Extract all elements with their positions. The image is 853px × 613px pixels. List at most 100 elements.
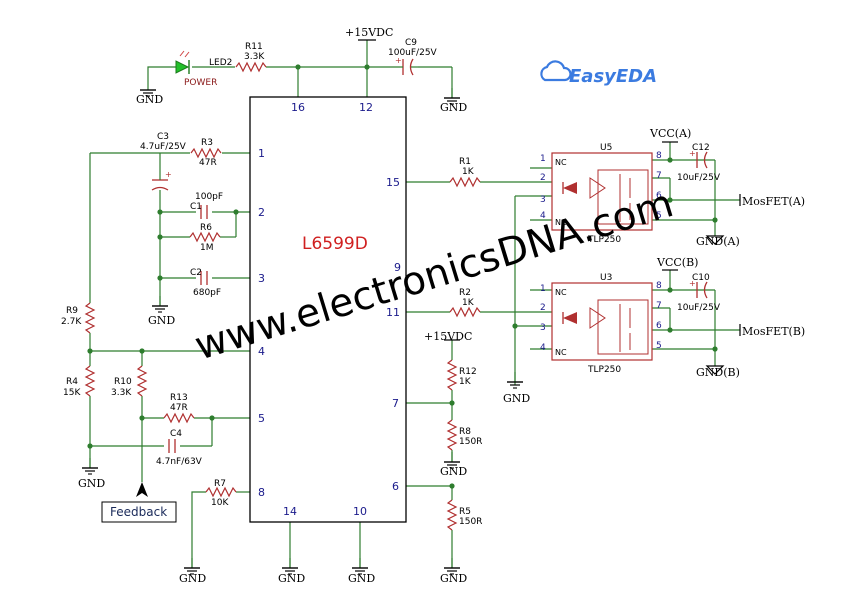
brand-name: EasyEDA	[569, 66, 657, 87]
resistor-value: 47R	[170, 403, 188, 413]
led-label: POWER	[184, 78, 217, 88]
gnd-label: GND	[179, 572, 206, 585]
resistor-r1[interactable]: R1 1K	[449, 157, 481, 187]
ic-name: L6599D	[302, 234, 368, 254]
opto-ref: U3	[600, 273, 612, 283]
opto-part: TLP250	[587, 365, 621, 375]
mosfet-a-label: MosFET(A)	[742, 195, 805, 208]
resistor-value: 47R	[199, 158, 217, 168]
capacitor-c3[interactable]: + C3 4.7uF/25V	[140, 132, 187, 191]
capacitor-c1[interactable]: C1 100pF	[190, 192, 223, 220]
resistor-r2[interactable]: R2 1K	[449, 288, 481, 317]
opto-pin: 7	[656, 301, 662, 311]
resistor-value: 150R	[459, 517, 482, 527]
resistor-r7[interactable]: R7 10K	[205, 479, 237, 508]
opto-pin: 4	[540, 211, 546, 221]
capacitor-c12[interactable]: + C12 10uF/25V	[677, 143, 721, 183]
resistor-ref: R11	[245, 42, 263, 52]
resistor-ref: R3	[201, 138, 213, 148]
resistor-r5[interactable]: R5 150R	[447, 499, 482, 531]
resistor-r6[interactable]: R6 1M	[189, 223, 221, 253]
optocoupler-u3[interactable]: U3 TLP250 1 2 3 4 8 7 6 5 NC NC	[540, 273, 662, 375]
vcc-15v-label: +15VDC	[424, 330, 472, 343]
capacitor-value: 680pF	[193, 288, 221, 298]
pin-number: 14	[283, 505, 297, 518]
resistor-r13[interactable]: R13 47R	[163, 393, 195, 423]
gnd-label: GND	[136, 93, 163, 106]
gnd-label: GND	[148, 314, 175, 327]
capacitor-ref: C12	[692, 143, 710, 153]
pin-number: 6	[392, 480, 399, 493]
easyeda-logo: EasyEDA	[540, 60, 657, 87]
resistor-r11[interactable]: R11 3.3K	[235, 42, 267, 72]
vcc-15v-label: +15VDC	[345, 26, 393, 39]
led-ref: LED2	[209, 58, 232, 68]
mosfet-b-label: MosFET(B)	[742, 325, 805, 338]
gnd-label: GND	[348, 572, 375, 585]
capacitor-value: 100pF	[195, 192, 223, 202]
resistor-r3[interactable]: R3 47R	[190, 138, 222, 168]
resistor-ref: R5	[459, 507, 471, 517]
main-ic[interactable]: L6599D	[249, 96, 407, 523]
opto-pin: 6	[656, 191, 662, 201]
feedback-label: Feedback	[110, 505, 167, 519]
opto-pin: 3	[540, 195, 546, 205]
capacitor-value: 4.7nF/63V	[156, 457, 203, 467]
plus-icon: +	[689, 279, 696, 288]
pin-number: 5	[258, 412, 265, 425]
resistor-r10[interactable]: R10 3.3K	[111, 365, 147, 398]
pin-number: 3	[258, 272, 265, 285]
pin-number: 10	[353, 505, 367, 518]
capacitor-c4[interactable]: C4 4.7nF/63V	[156, 429, 203, 467]
capacitor-c10[interactable]: + C10 10uF/25V	[677, 273, 721, 313]
nc-label: NC	[555, 348, 567, 357]
opto-pin: 8	[656, 151, 662, 161]
pin-number: 16	[291, 101, 305, 114]
resistor-ref: R10	[114, 377, 132, 387]
opto-pin: 8	[656, 281, 662, 291]
resistor-r4[interactable]: R4 15K	[63, 365, 95, 398]
resistor-value: 10K	[211, 498, 229, 508]
optocoupler-u5[interactable]: U5 TLP250 1 2 3 4 8 7 6 5 NC NC	[540, 143, 662, 245]
capacitor-ref: C4	[170, 429, 182, 439]
nc-label: NC	[555, 288, 567, 297]
resistor-r8[interactable]: R8 150R	[447, 419, 482, 451]
capacitor-ref: C10	[692, 273, 710, 283]
gnd-icon	[506, 371, 524, 389]
opto-pin: 3	[540, 323, 546, 333]
resistor-value: 150R	[459, 437, 482, 447]
capacitor-ref: C9	[405, 38, 417, 48]
capacitor-c9[interactable]: + C9 100uF/25V	[388, 38, 438, 76]
resistor-ref: R6	[200, 223, 212, 233]
feedback-port[interactable]: Feedback	[101, 482, 177, 523]
gnd-opto-triangles	[705, 235, 725, 375]
vcc-b-label: VCC(B)	[656, 256, 698, 269]
opto-pin: 2	[540, 303, 546, 313]
pin-number: 7	[392, 397, 399, 410]
resistor-ref: R1	[459, 157, 471, 167]
gnd-label: GND	[440, 101, 467, 114]
resistor-value: 15K	[63, 388, 81, 398]
led-power[interactable]: LED2 POWER	[175, 50, 232, 88]
gnd-label: GND	[503, 392, 530, 405]
nc-label: NC	[555, 158, 567, 167]
gnd-icon	[151, 295, 169, 313]
opto-pin: 1	[540, 284, 546, 294]
pin-number: 11	[386, 306, 400, 319]
capacitor-value: 100uF/25V	[388, 48, 438, 58]
resistor-ref: R9	[66, 306, 78, 316]
gnd-label: GND	[440, 465, 467, 478]
capacitor-c2[interactable]: C2 680pF	[190, 268, 221, 298]
resistor-ref: R4	[66, 377, 78, 387]
opto-pin: 5	[656, 211, 662, 221]
resistor-r12[interactable]: R12 1K	[447, 359, 477, 391]
resistor-r9[interactable]: R9 2.7K	[61, 302, 95, 334]
nc-label: NC	[555, 218, 567, 227]
opto-part: TLP250	[587, 235, 621, 245]
vcc-a-label: VCC(A)	[649, 127, 691, 140]
opto-pin: 6	[656, 321, 662, 331]
capacitor-ref: C1	[190, 202, 202, 212]
gnd-label: GND	[440, 572, 467, 585]
pin-number: 15	[386, 176, 400, 189]
